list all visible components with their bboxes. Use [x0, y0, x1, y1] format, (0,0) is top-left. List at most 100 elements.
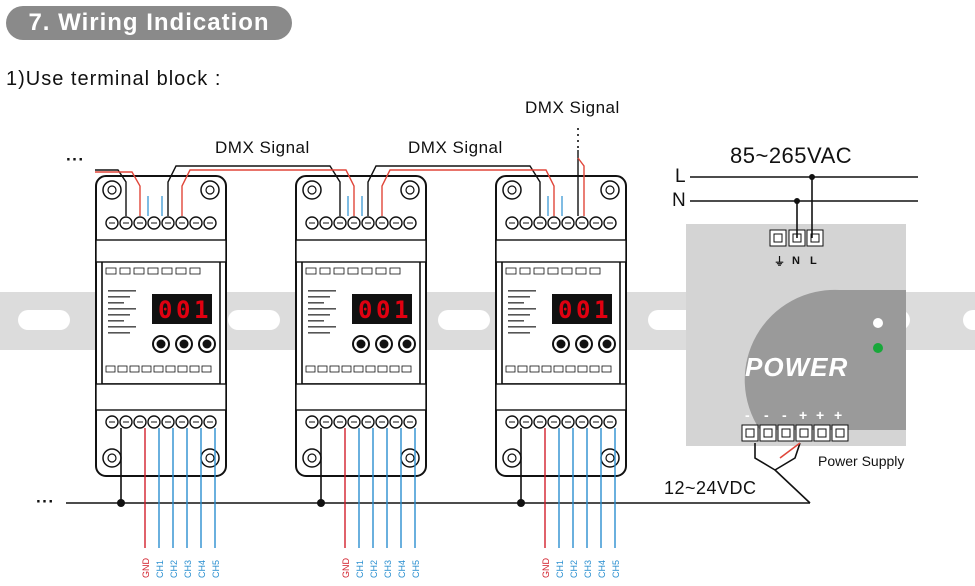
output-pin-label — [553, 365, 564, 373]
l-junction-dot — [809, 174, 815, 180]
dmx-chain-red — [381, 169, 555, 216]
mounting-hole-inner — [507, 453, 517, 463]
spec-text-line — [508, 332, 530, 334]
section-title-pill — [6, 6, 292, 40]
psu-terminal — [831, 424, 849, 442]
spec-text-line — [508, 326, 536, 328]
output-pin-label — [165, 365, 176, 373]
dmx-signal-label-1: DMX Signal — [215, 138, 310, 157]
spec-text-line — [108, 308, 136, 310]
mounting-hole-inner — [605, 453, 615, 463]
ellipsis-bottom: ··· — [36, 492, 55, 511]
psu-output-bracket — [754, 442, 801, 471]
output-channel-label: GND — [541, 558, 551, 579]
mounting-hole-inner — [405, 185, 415, 195]
mounting-hole — [400, 180, 420, 200]
dmx-in-black — [95, 169, 127, 216]
dmx-pin-label — [389, 267, 401, 275]
power-tap-dot — [317, 499, 325, 507]
psu-terminal — [795, 424, 813, 442]
mounting-hole — [102, 180, 122, 200]
spec-text-line — [508, 308, 536, 310]
psu-terminal-screw — [745, 428, 755, 438]
dmx-pin-label — [105, 267, 117, 275]
spec-text-line — [508, 302, 524, 304]
output-channel-label: CH1 — [155, 560, 165, 578]
dmx-pin-label — [305, 267, 317, 275]
psu-caption: Power Supply — [818, 453, 905, 469]
output-pin-label — [129, 365, 140, 373]
output-channel-label: CH3 — [183, 560, 193, 578]
spec-text-line — [108, 326, 136, 328]
mounting-hole — [302, 448, 322, 468]
dmx-pin-label — [575, 267, 587, 275]
output-channel-label: CH1 — [555, 560, 565, 578]
output-channel-label: GND — [341, 558, 351, 579]
output-pin-label — [577, 365, 588, 373]
mounting-hole — [502, 180, 522, 200]
subtitle: 1)Use terminal block : — [6, 68, 222, 90]
output-pin-label — [565, 365, 576, 373]
psu-pol-1: - — [745, 407, 750, 423]
decoder-top-band — [295, 239, 427, 263]
decoder-button-cap — [579, 339, 589, 349]
output-pin-label — [153, 365, 164, 373]
dmx-wiring — [95, 150, 585, 216]
dmx-pin-label — [147, 267, 159, 275]
line-n-label: N — [672, 190, 687, 211]
rail-slot — [18, 310, 70, 330]
psu-input-terminals — [769, 229, 824, 247]
dmx-pin-label — [189, 267, 201, 275]
led-display — [552, 294, 612, 324]
output-pin-label — [541, 365, 552, 373]
output-pin-label — [317, 365, 328, 373]
psu-power-led-green — [873, 343, 883, 353]
decoder-button-cap — [179, 339, 189, 349]
dmx-chain-black — [167, 165, 341, 216]
rail-slot — [963, 310, 975, 330]
led-digit: 0 — [558, 296, 572, 324]
mounting-hole — [200, 448, 220, 468]
led-display — [352, 294, 412, 324]
output-pin-label — [401, 365, 412, 373]
psu-pol-4: + — [799, 407, 808, 423]
output-channel-label: CH4 — [397, 560, 407, 578]
spec-text-line — [108, 290, 136, 292]
dmx-pin-label — [533, 267, 545, 275]
n-junction-dot — [794, 198, 800, 204]
output-channel-label: CH5 — [211, 560, 221, 578]
dmx-pin-label — [589, 267, 601, 275]
spec-text-line — [108, 332, 130, 334]
psu-pol-2: - — [764, 407, 769, 423]
output-pin-label — [505, 365, 516, 373]
output-pin-label — [365, 365, 376, 373]
mounting-hole — [302, 180, 322, 200]
rail-slot — [228, 310, 280, 330]
led-digit: 1 — [594, 296, 608, 324]
led-digit: 0 — [358, 296, 372, 324]
output-channel-label: CH2 — [569, 560, 579, 578]
dmx-pin-label — [547, 267, 559, 275]
led-digit: 0 — [176, 296, 190, 324]
dmx-pin-label — [361, 267, 373, 275]
decoder-button-cap — [556, 339, 566, 349]
output-pin-label — [353, 365, 364, 373]
spec-text-line — [308, 290, 336, 292]
output-pin-label — [141, 365, 152, 373]
dmx-pin-label — [505, 267, 517, 275]
section-title: 7. Wiring Indication — [28, 9, 270, 36]
output-pin-label — [329, 365, 340, 373]
psu-pol-6: + — [834, 407, 843, 423]
dmx-pin-label — [133, 267, 145, 275]
decoder-bottom-band — [95, 383, 227, 411]
dmx-pin-label — [375, 267, 387, 275]
output-channel-label: CH1 — [355, 560, 365, 578]
output-pin-label — [105, 365, 116, 373]
psu-pol-3: - — [782, 407, 787, 423]
decoder-button-cap — [156, 339, 166, 349]
decoder-button-cap — [202, 339, 212, 349]
output-channel-label: CH3 — [383, 560, 393, 578]
spec-text-line — [308, 302, 324, 304]
psu-terminal — [769, 229, 787, 247]
